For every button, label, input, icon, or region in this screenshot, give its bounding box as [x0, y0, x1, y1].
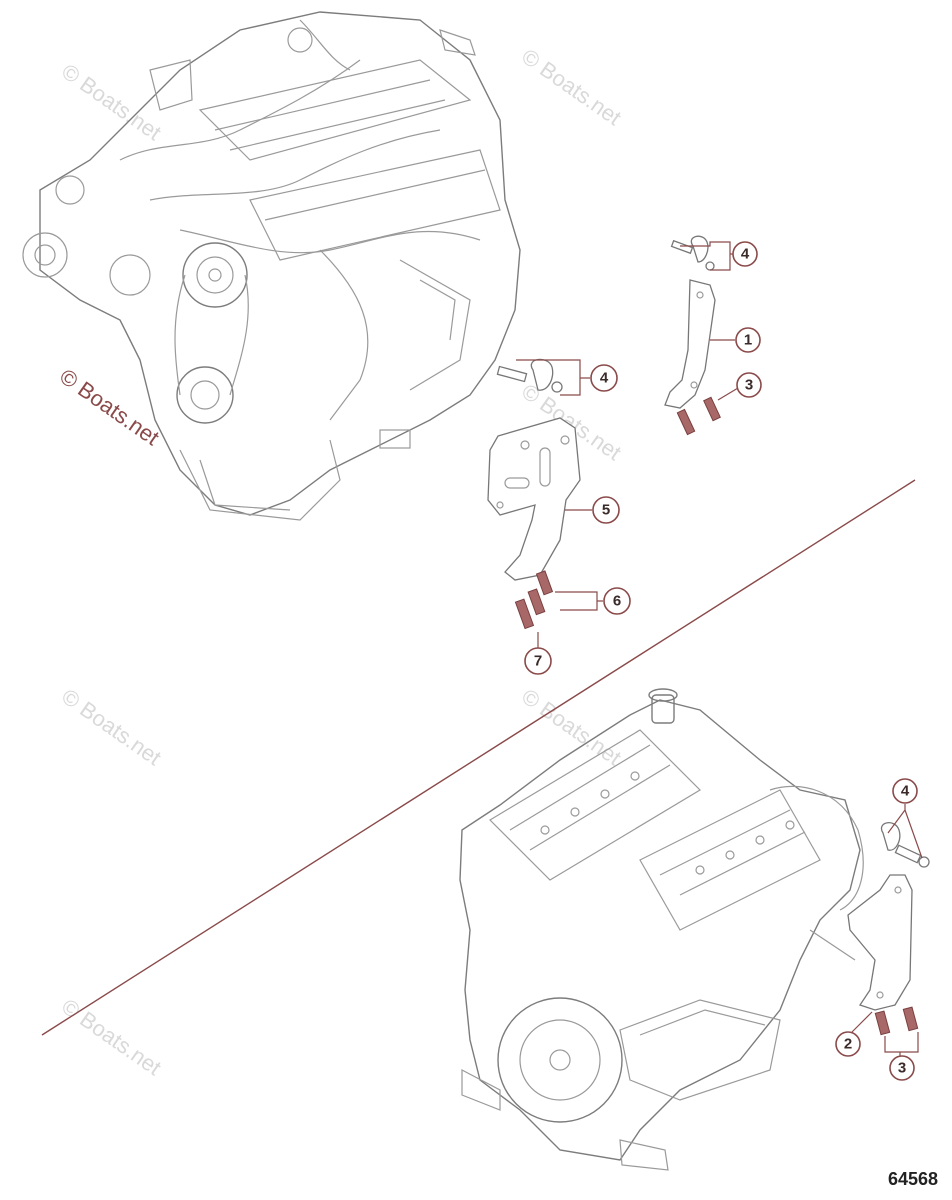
callout-3-lower: 3 — [898, 1060, 906, 1077]
shackle-pin-bottom[interactable] — [894, 844, 922, 864]
callout-6: 6 — [613, 593, 621, 610]
engine-bracket-1[interactable] — [664, 279, 716, 409]
engine-bare-illustration — [459, 688, 864, 1171]
bolts-3-upper[interactable] — [676, 396, 721, 436]
bolts-6[interactable] — [527, 570, 554, 616]
callout-4-middle: 4 — [600, 370, 609, 387]
callout-3-upper: 3 — [745, 377, 753, 394]
section-divider — [41, 479, 916, 1036]
callout-5: 5 — [602, 502, 610, 519]
engine-assembled-illustration — [22, 11, 521, 521]
callout-7: 7 — [534, 653, 542, 670]
engine-bracket-5[interactable] — [487, 417, 581, 581]
callouts-top: 4 1 3 4 5 6 7 — [516, 241, 762, 675]
watermark-mid-center: © Boats.net — [517, 684, 626, 771]
watermark-top-left: © Boats.net — [57, 59, 166, 146]
bolts-3-lower[interactable] — [874, 1006, 919, 1036]
figure-number: 64568 — [887, 1169, 938, 1189]
callout-2: 2 — [844, 1036, 852, 1053]
bolt-7[interactable] — [514, 598, 535, 630]
callout-4-upper: 4 — [741, 246, 750, 263]
shackle-pin-middle[interactable] — [496, 365, 528, 383]
bracket-1-group — [664, 235, 721, 436]
lifting-shackle-bottom[interactable] — [880, 822, 901, 851]
watermark-mid-left: © Boats.net — [57, 684, 166, 771]
engine-bracket-bottom[interactable] — [847, 874, 913, 1011]
shackle-pin-upper[interactable] — [670, 239, 694, 255]
lifting-shackle-middle[interactable] — [530, 358, 554, 391]
callout-4-bottom: 4 — [901, 783, 910, 800]
bracket-bottom-group — [847, 822, 930, 1036]
callout-1: 1 — [744, 332, 752, 349]
watermark-engine-left: © Boats.net — [55, 364, 164, 451]
lifting-shackle-upper[interactable] — [690, 235, 709, 263]
watermark-top-right: © Boats.net — [517, 44, 626, 131]
watermark-bottom-left: © Boats.net — [57, 994, 166, 1081]
callouts-bottom: 4 2 3 — [835, 778, 923, 1081]
bracket-5-group — [487, 358, 581, 630]
